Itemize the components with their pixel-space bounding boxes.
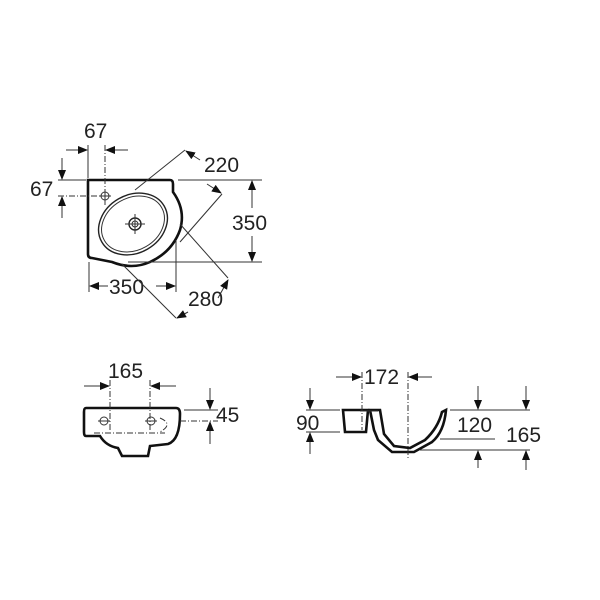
top-view: 67 67 350 350 220 280	[30, 120, 267, 319]
dim-tap-offset-y: 67	[30, 178, 53, 201]
dim-bowl-depth: 120	[457, 414, 492, 437]
dim-overflow-height: 45	[216, 404, 239, 427]
tap-hole-icon	[98, 416, 110, 426]
front-view: 165 45	[82, 360, 239, 458]
bowl-inner	[101, 195, 165, 253]
basin-outline	[86, 178, 184, 268]
dim-diagonal-front: 280	[188, 288, 223, 311]
side-view: 172 90 120 165	[296, 366, 541, 470]
dim-rim-height: 90	[296, 412, 319, 435]
side-outline-back	[341, 408, 370, 434]
front-outline	[82, 406, 182, 458]
drain-icon	[125, 214, 145, 234]
tap-hole-icon	[145, 416, 157, 426]
dim-diagonal-depth: 220	[204, 154, 239, 177]
side-outline-bowl	[368, 407, 448, 454]
dim-total-height: 165	[506, 424, 541, 447]
bowl-rim	[97, 192, 169, 256]
dim-tap-spacing: 165	[108, 360, 143, 383]
dim-drain-offset: 172	[364, 366, 399, 389]
dim-tap-offset-x: 67	[84, 120, 107, 143]
dim-depth: 350	[232, 212, 267, 235]
dim-width: 350	[109, 276, 144, 299]
